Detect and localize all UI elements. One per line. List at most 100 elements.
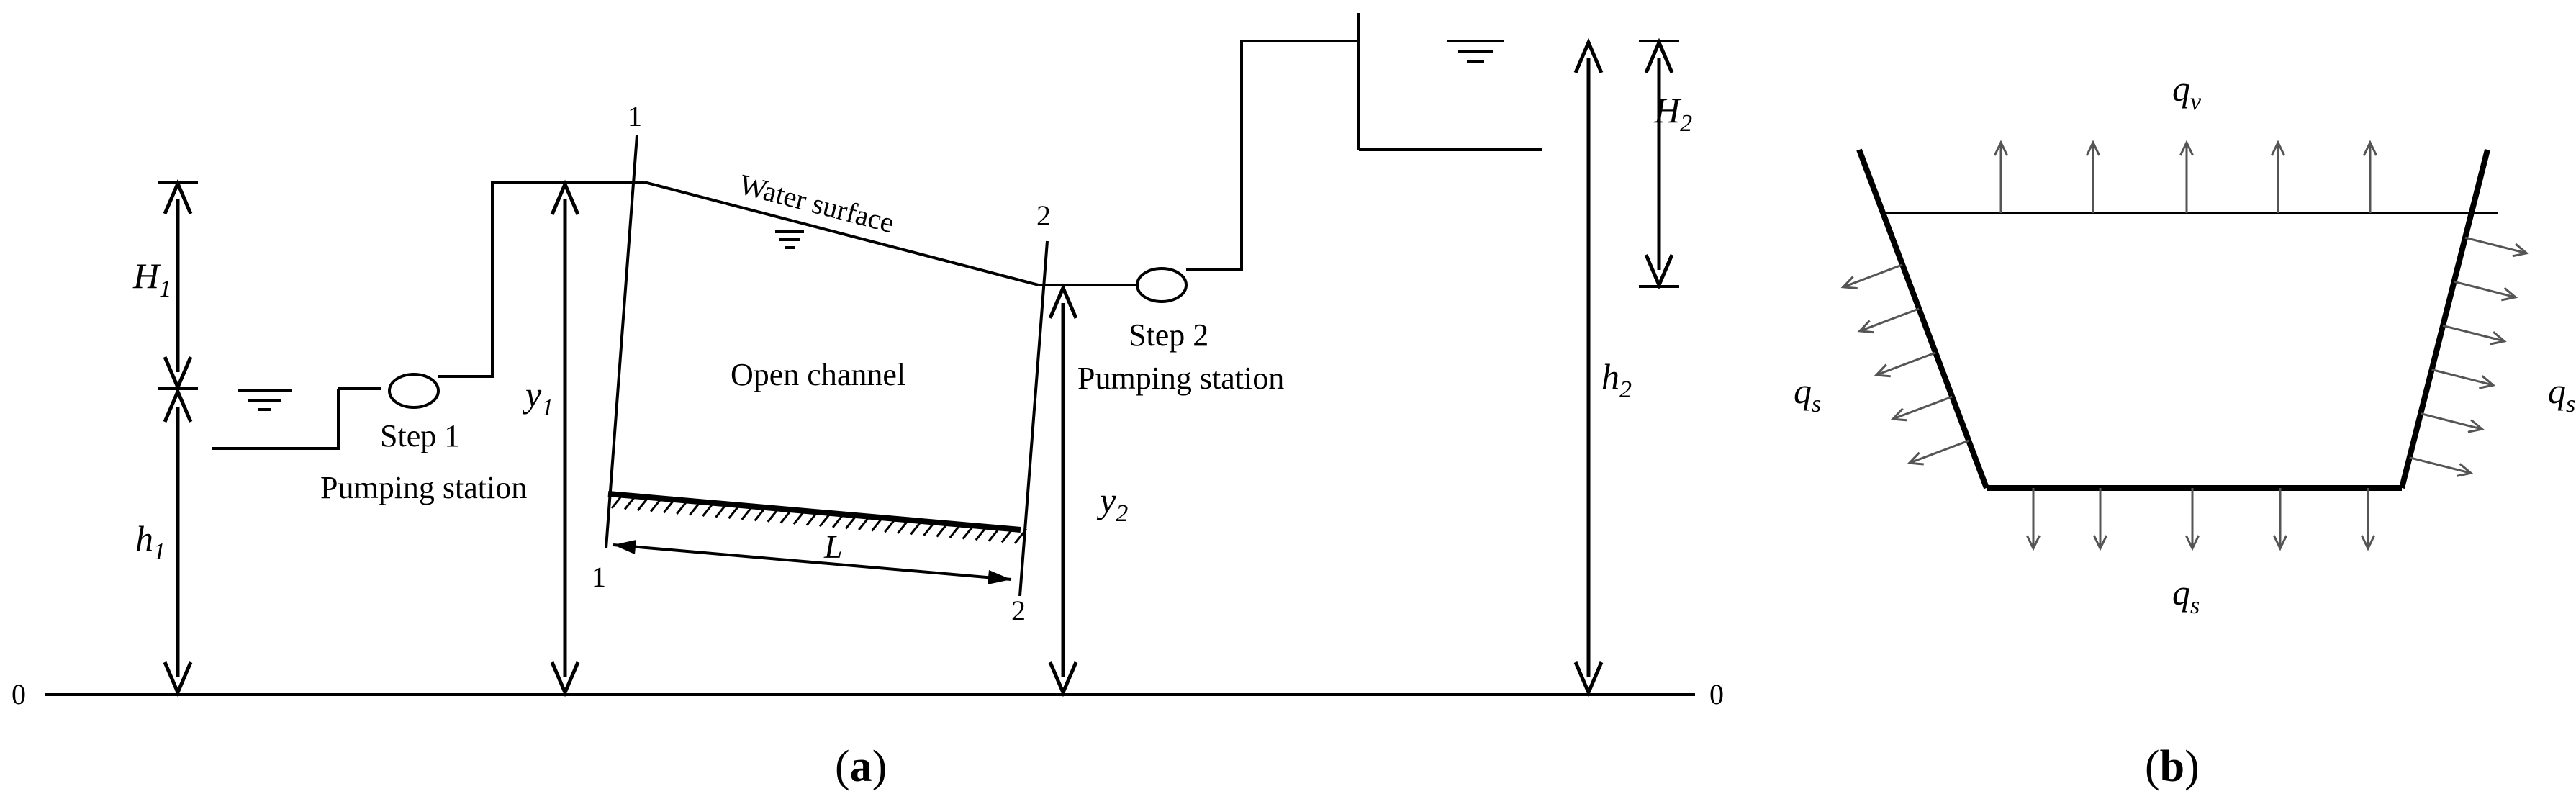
caption-a: (a) bbox=[835, 742, 887, 791]
bed-hatch-stroke bbox=[949, 523, 962, 539]
open-channel: Water surface Open channel 1 1 2 2 L bbox=[592, 100, 1051, 627]
bed-hatch-stroke bbox=[844, 513, 859, 530]
left-seepage-arrow bbox=[1892, 395, 1953, 420]
right-seepage-arrow-head bbox=[2501, 286, 2518, 302]
bottom-seepage-arrow-head bbox=[2360, 535, 2376, 551]
bed-hatch-stroke bbox=[831, 512, 846, 528]
bottom-seepage-arrow-head bbox=[2184, 535, 2200, 551]
bed-hatching bbox=[610, 493, 1028, 544]
bed-hatch-stroke bbox=[988, 525, 1002, 542]
qs-left-label: qs bbox=[1794, 371, 1821, 417]
right-seepage-arrow-head bbox=[2512, 243, 2529, 258]
left-seepage-arrow-head bbox=[1890, 407, 1907, 422]
bottom-seepage-arrow-head bbox=[2272, 535, 2288, 551]
right-seepage-arrow-head bbox=[2490, 330, 2507, 345]
bed-hatch-stroke bbox=[871, 515, 885, 532]
bed-hatch-stroke bbox=[689, 500, 702, 516]
H2-arrow-head-top bbox=[1644, 37, 1674, 73]
bed-hatch-stroke bbox=[884, 517, 898, 533]
right-seepage-arrow-head bbox=[2467, 419, 2485, 433]
qs-right-label: qs bbox=[2548, 371, 2575, 417]
h1-arrow-head-bottom bbox=[163, 661, 193, 697]
evaporation-arrow-head bbox=[1993, 140, 2009, 156]
step2-sublabel: Pumping station bbox=[1077, 361, 1284, 396]
bed-hatch-stroke bbox=[623, 494, 638, 510]
left-seepage-arrow-head bbox=[1874, 363, 1891, 378]
bed-hatch-stroke bbox=[792, 509, 807, 525]
left-seepage-arrow-head bbox=[1840, 276, 1858, 290]
bed-hatch-stroke bbox=[923, 520, 936, 536]
section-2-line bbox=[1018, 240, 1049, 597]
y2-arrow-head-top bbox=[1048, 283, 1078, 319]
datum-label-right: 0 bbox=[1709, 678, 1724, 710]
left-seepage-arrow bbox=[1909, 439, 1969, 464]
bed-hatch-stroke bbox=[936, 521, 949, 538]
bed-hatch-stroke bbox=[754, 505, 767, 522]
bed-hatch-stroke bbox=[676, 498, 690, 515]
left-seepage-arrow bbox=[1859, 307, 1920, 333]
evaporation-arrow-head bbox=[2362, 140, 2378, 156]
left-seepage-arrow-head bbox=[1907, 451, 1924, 466]
caption-b: (b) bbox=[2145, 742, 2200, 791]
lower-reservoir bbox=[212, 387, 381, 450]
qv-label: qv bbox=[2172, 68, 2202, 115]
seepage-arrows bbox=[1840, 140, 2529, 551]
right-seepage-arrow bbox=[2431, 369, 2494, 387]
bed-hatch-stroke bbox=[818, 511, 833, 528]
right-seepage-arrow bbox=[2420, 412, 2482, 430]
bed-hatch-stroke bbox=[663, 497, 677, 514]
step2-pumping-station: Step 2 Pumping station bbox=[1039, 13, 1542, 396]
H1-arrow-head-top bbox=[163, 179, 193, 214]
open-channel-label: Open channel bbox=[731, 357, 905, 392]
panel-a: 0 0 Step 1 Pumping station Water surface… bbox=[12, 13, 1724, 791]
step1-label: Step 1 bbox=[380, 418, 460, 453]
h1-label: h1 bbox=[135, 518, 166, 565]
bed-hatch-stroke bbox=[962, 523, 975, 540]
bed-hatch-stroke bbox=[767, 507, 780, 523]
bed-hatch-stroke bbox=[779, 507, 794, 524]
section-1-line bbox=[605, 135, 638, 549]
y2-label: y2 bbox=[1096, 480, 1128, 527]
qs-bottom-label: qs bbox=[2172, 572, 2200, 619]
evaporation-arrow-head bbox=[2179, 140, 2195, 156]
section-2-bottom-label: 2 bbox=[1011, 595, 1026, 627]
bed-hatch-stroke bbox=[650, 496, 664, 512]
step2-label: Step 2 bbox=[1129, 317, 1208, 353]
bed-hatch-stroke bbox=[858, 515, 872, 530]
bed-hatch-stroke bbox=[636, 495, 651, 512]
h2-label: h2 bbox=[1601, 356, 1632, 403]
section-2-top-label: 2 bbox=[1036, 199, 1051, 232]
right-seepage-arrow-head bbox=[2479, 375, 2496, 389]
evaporation-arrow-head bbox=[2085, 140, 2101, 156]
water-surface-line bbox=[643, 181, 1039, 286]
channel-bed bbox=[607, 491, 1021, 533]
dimension-arrows bbox=[158, 37, 1679, 697]
section-1-top-label: 1 bbox=[628, 100, 642, 132]
panel-b: qv qs qs qs (b) bbox=[1794, 68, 2575, 791]
left-seepage-arrow-head bbox=[1857, 320, 1874, 334]
y1-arrow-head-bottom bbox=[550, 661, 580, 697]
bed-hatch-stroke bbox=[715, 502, 728, 518]
bed-hatch-stroke bbox=[897, 518, 910, 534]
y2-arrow-head-bottom bbox=[1048, 661, 1078, 697]
evaporation-arrow-head bbox=[2270, 140, 2286, 156]
left-seepage-arrow bbox=[1876, 351, 1936, 376]
pump-2-icon bbox=[1136, 267, 1188, 303]
right-seepage-arrow bbox=[2442, 324, 2505, 343]
h2-arrow-head-bottom bbox=[1573, 661, 1604, 697]
right-seepage-arrow bbox=[2409, 456, 2472, 474]
right-seepage-arrow bbox=[2454, 280, 2516, 299]
bed-hatch-stroke bbox=[1000, 527, 1015, 543]
bed-hatch-stroke bbox=[1013, 528, 1028, 544]
pump-1-icon bbox=[388, 373, 440, 409]
right-seepage-arrow-head bbox=[2457, 463, 2474, 477]
bottom-seepage-arrow-head bbox=[2092, 535, 2108, 551]
h1-arrow-head-top bbox=[163, 387, 193, 423]
bed-hatch-stroke bbox=[805, 510, 820, 526]
bottom-seepage-arrow-head bbox=[2025, 535, 2041, 551]
left-seepage-arrow bbox=[1843, 263, 1903, 289]
y1-arrow-head-top bbox=[550, 179, 580, 215]
step1-pumping-station: Step 1 Pumping station bbox=[320, 181, 644, 505]
bed-hatch-stroke bbox=[975, 525, 988, 541]
